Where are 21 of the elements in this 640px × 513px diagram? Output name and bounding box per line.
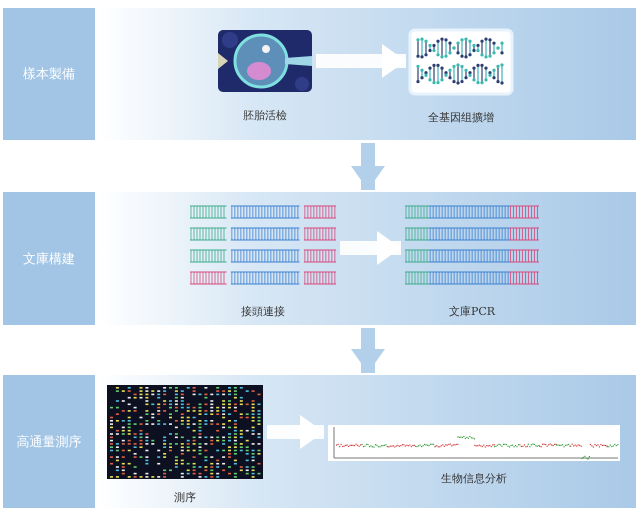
step-label-box	[3, 375, 95, 508]
arrow	[351, 328, 385, 373]
dna-helix-drawing	[410, 30, 512, 94]
arrow	[340, 231, 401, 265]
step-label: 文庫構建	[23, 250, 75, 268]
step-caption: 接頭連接	[241, 304, 285, 319]
sequencing-image-drawing	[107, 385, 263, 479]
step-caption: 全基因组擴增	[428, 110, 494, 125]
step-caption: 胚胎活檢	[243, 108, 287, 123]
step-label-box	[3, 192, 95, 325]
step-label: 高通量測序	[16, 434, 82, 450]
step-caption: 生物信息分析	[441, 471, 507, 486]
arrow	[351, 143, 385, 190]
arrow	[316, 44, 406, 78]
copy-number-plot-drawing	[328, 425, 620, 461]
step-label: 樣本製備	[23, 66, 75, 83]
step-caption: 測序	[174, 490, 196, 505]
embryo-biopsy-drawing	[218, 30, 312, 92]
arrow	[267, 415, 324, 449]
step-label-box	[3, 8, 95, 140]
step-caption: 文庫PCR	[448, 304, 496, 319]
